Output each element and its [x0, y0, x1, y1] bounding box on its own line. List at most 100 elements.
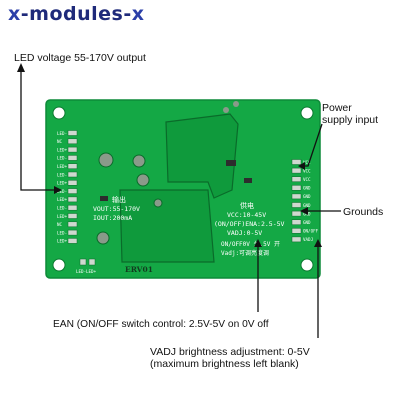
silk-vcc: VCC:10-45V	[227, 211, 266, 219]
pin-pad	[67, 138, 78, 145]
pin-pad	[67, 146, 78, 153]
pin-pad	[67, 155, 78, 161]
mount-hole	[300, 106, 314, 120]
pin-label: GND	[303, 186, 311, 191]
pin-pad	[291, 228, 302, 234]
pin-label: LED+	[57, 147, 68, 152]
led-callout-line	[20, 70, 56, 191]
pin-label: LED-	[57, 131, 67, 136]
pin-label: LED-	[57, 189, 67, 194]
power-label-line1: Power	[322, 102, 352, 114]
pin-label: GND	[303, 220, 311, 225]
pin-pad	[67, 221, 78, 228]
pin-label: VADJ	[303, 237, 313, 242]
pin-label: LED-	[76, 269, 86, 274]
silk-vadj: VADJ:0-5V	[227, 229, 262, 237]
pin-pad	[67, 229, 78, 236]
pin-pad	[291, 159, 302, 165]
brand-suffix: x	[131, 3, 145, 25]
pin-label: ON/OFF	[303, 229, 319, 234]
silk-ena: (ON/OFF)ENA:2.5-5V	[214, 220, 285, 228]
pin-pad	[67, 171, 78, 178]
pin-pad	[67, 213, 78, 219]
arrowheads	[17, 63, 322, 247]
pin-label: LED+	[57, 239, 68, 244]
pin-pad	[79, 258, 87, 266]
arrow-up-icon	[17, 63, 25, 72]
pin-pad	[67, 238, 78, 244]
left-pin-header: LED- NC LED+ LED- LED+ LED- LED+ LED- LED+ LED- LE…	[57, 130, 78, 244]
smd-component	[226, 160, 236, 166]
pin-label: LED-	[57, 172, 67, 177]
smd-component	[100, 196, 108, 201]
power-label-line2: supply input	[322, 114, 379, 126]
grounds-label: Grounds	[343, 206, 384, 218]
pin-label: VCC	[303, 160, 311, 165]
pin-pad	[291, 210, 302, 217]
pin-label: LED+	[57, 214, 68, 219]
via	[223, 107, 229, 113]
pin-label: LED-	[57, 230, 67, 235]
led-voltage-label: LED voltage 55-170V output	[14, 52, 146, 64]
pin-pad	[291, 185, 302, 191]
ean-label: EAN (ON/OFF switch control: 2.5V-5V on 0…	[53, 319, 269, 330]
pin-label: GND	[303, 203, 311, 208]
silk-onoff: ON/OFF0V 关,5V 开	[221, 240, 280, 248]
mount-hole	[300, 258, 314, 272]
pin-label: LED-	[57, 206, 67, 211]
silk-model: ERV01	[125, 265, 153, 274]
copper-pour-bottom	[119, 189, 215, 263]
silk-output-title: 输出	[112, 195, 126, 204]
brand-logo: x-modules-x	[8, 3, 145, 25]
pin-label: LED+	[57, 197, 68, 202]
pin-label: NC	[57, 222, 63, 227]
mount-hole	[52, 106, 66, 120]
pin-pad	[67, 204, 78, 211]
arrow-left-icon	[298, 162, 305, 170]
pin-pad	[291, 176, 302, 182]
vadj-label: VADJ brightness adjustment: 0-5V	[150, 346, 310, 358]
pin-label: LED+	[86, 269, 97, 274]
pin-pad	[291, 193, 302, 200]
brand-middle: -modules-	[20, 3, 132, 25]
pin-pad	[291, 236, 302, 243]
copper-pour-top	[165, 113, 239, 199]
bottom-pin-header: LED-LED+	[76, 258, 97, 274]
pin-pad	[88, 258, 96, 266]
pin-label: GND	[303, 194, 311, 199]
smd-component	[244, 178, 252, 183]
arrow-up-icon	[314, 239, 322, 247]
via	[96, 231, 110, 245]
pin-label: LED+	[57, 164, 68, 169]
pin-label: LED-	[57, 156, 67, 161]
via	[233, 101, 239, 107]
brand-prefix: x	[8, 3, 21, 25]
arrow-right-icon	[54, 186, 62, 194]
pcb-board	[45, 99, 321, 279]
mount-hole	[52, 258, 66, 272]
pin-pad	[67, 188, 78, 194]
callout-lines	[20, 70, 341, 338]
pin-pad	[291, 202, 302, 208]
arrow-left-icon	[300, 207, 308, 215]
via	[132, 154, 146, 168]
pin-label: LED+	[57, 181, 68, 186]
silk-power-title: 供电	[240, 201, 254, 210]
pin-pad	[291, 219, 302, 225]
pin-pad	[291, 167, 302, 174]
arrow-up-icon	[254, 239, 262, 247]
pin-pad	[67, 163, 78, 169]
vadj-note-label: (maximum brightness left blank)	[150, 358, 299, 370]
pin-pad	[67, 180, 78, 186]
via	[153, 198, 163, 208]
pin-pad	[67, 130, 78, 136]
pin-label: VCC	[303, 168, 311, 173]
silk-vout: VOUT:55-170V	[93, 205, 140, 213]
pin-label: VCC	[303, 177, 311, 182]
silk-vadj-cn: Vadj:可调亮度调	[221, 249, 269, 257]
pin-pad	[67, 196, 78, 203]
pin-label: NC	[57, 139, 63, 144]
